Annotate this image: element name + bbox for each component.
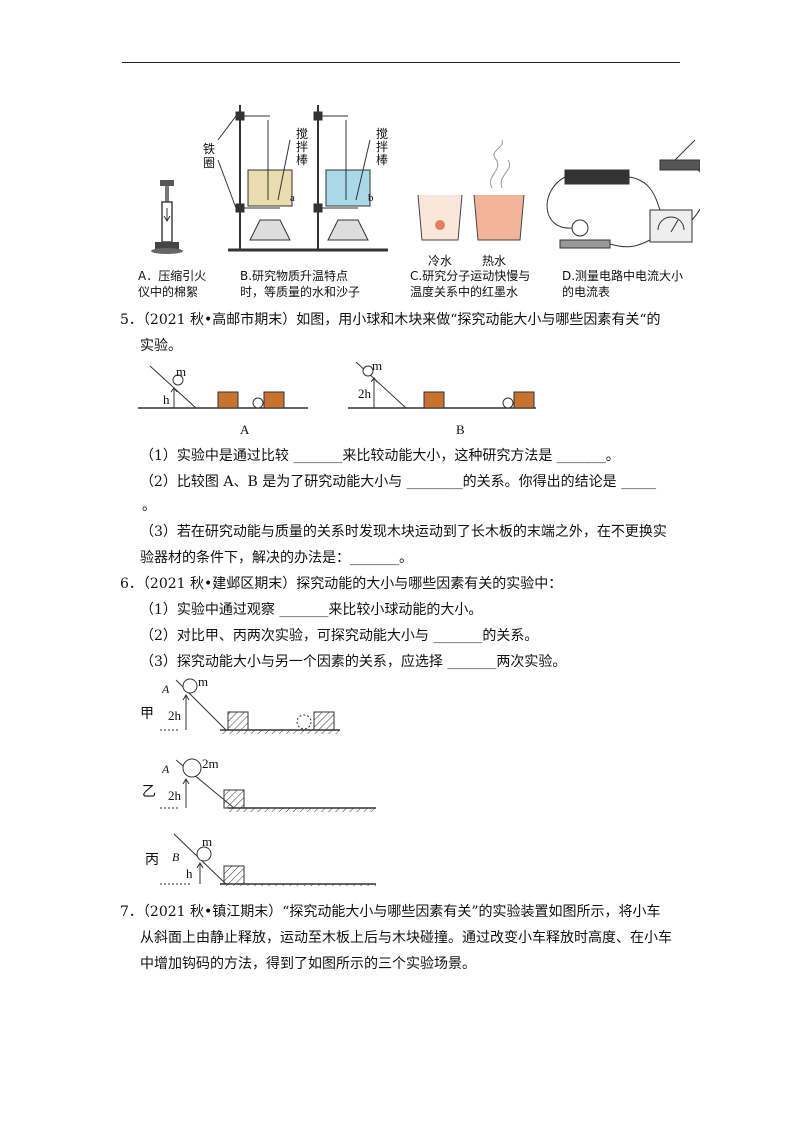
q5-sub-2: （2）比较图 A、B 是为了研究动能大小与 ________的关系。你得出的结论… <box>140 474 657 490</box>
q6-label-yi: 乙 <box>142 784 156 800</box>
label-hot-water: 热水 <box>482 254 507 268</box>
label-cold-water: 冷水 <box>428 254 453 268</box>
beakers-drawing <box>417 139 525 241</box>
q6-label-2m-yi: 2m <box>202 756 219 771</box>
q5-line-1: 5．（2021 秋•高邮市期末）如图，用小球和木块来做“探究动能大小与哪些因素有… <box>120 312 661 328</box>
caption-c: C.研究分子运动快慢与 温度关系中的红墨水 <box>410 269 531 299</box>
q6-figure <box>160 678 376 886</box>
q6-label-jia: 甲 <box>140 706 154 722</box>
label-iron-ring: 铁圈 <box>203 142 216 170</box>
q5-fig-m-b: m <box>372 358 383 373</box>
q5-sub-3a: （3）若在研究动能与质量的关系时发现木块运动到了长木板的末端之外，在不更换实 <box>140 524 667 540</box>
q7-line-3: 中增加钩码的方法，得到了如图所示的三个实验场景。 <box>140 956 476 972</box>
q5-sub-3b: 验器材的条件下，解决的办法是：_______。 <box>140 550 413 566</box>
label-stir-rod-1: 搅拌棒 <box>296 127 309 167</box>
label-stir-rod-2: 搅拌棒 <box>376 127 389 167</box>
q6-label-h-bing: h <box>186 866 193 881</box>
q6-label-m-jia: m <box>198 674 209 689</box>
q5-fig-label-b: B <box>456 422 465 437</box>
q6-line-1: 6．（2021 秋•建邺区期末）探究动能的大小与哪些因素有关的实验中： <box>120 576 563 592</box>
q6-label-bing: 丙 <box>145 852 159 868</box>
label-b: b <box>368 192 374 204</box>
q6-label-2h-jia: 2h <box>168 708 181 723</box>
q5-figure <box>138 362 536 409</box>
q6-sub-3: （3）探究动能大小与另一个因素的关系，应选择 _______两次实验。 <box>140 654 567 670</box>
figure-4-apparatus <box>151 105 700 254</box>
q6-sub-1: （1）实验中通过观察 _______来比较小球动能的大小。 <box>140 602 483 618</box>
fire-syringe-drawing <box>151 180 183 254</box>
q6-point-a-2: A <box>162 762 170 776</box>
q5-fig-m-a: m <box>176 364 187 379</box>
caption-a: A．压缩引火 仪中的棉絮 <box>138 269 207 299</box>
q5-sub-1: （1）实验中是通过比较 _______来比较动能大小，这种研究方法是 _____… <box>140 448 620 464</box>
header-rule <box>122 62 680 63</box>
q5-fig-label-a: A <box>240 422 250 437</box>
q6-point-a-1: A <box>162 682 170 696</box>
q7-line-2: 从斜面上由静止释放，运动至木板上后与木块碰撞。通过改变小车释放时高度、在小车 <box>140 930 672 946</box>
heating-stands-drawing <box>217 105 388 252</box>
q5-line-2: 实验。 <box>140 338 182 354</box>
q7-line-1: 7．（2021 秋•镇江期末）“探究动能大小与哪些因素有关”的实验装置如图所示，… <box>120 904 661 920</box>
q5-fig-2h: 2h <box>358 386 371 401</box>
caption-b: B.研究物质升温特点 时，等质量的水和沙子 <box>240 269 361 299</box>
caption-d: D.测量电路中电流大小 的电流表 <box>562 269 684 299</box>
q6-point-b: B <box>172 850 180 864</box>
q6-label-2h-yi: 2h <box>168 788 181 803</box>
q5-fig-h: h <box>163 392 170 407</box>
q6-sub-2: （2）对比甲、丙两次实验，可探究动能大小与 _______的关系。 <box>140 628 539 644</box>
q6-label-m-bing: m <box>202 834 213 849</box>
label-a: a <box>290 192 295 204</box>
q5-sub-2b: 。 <box>142 498 156 514</box>
circuit-drawing <box>546 139 700 249</box>
